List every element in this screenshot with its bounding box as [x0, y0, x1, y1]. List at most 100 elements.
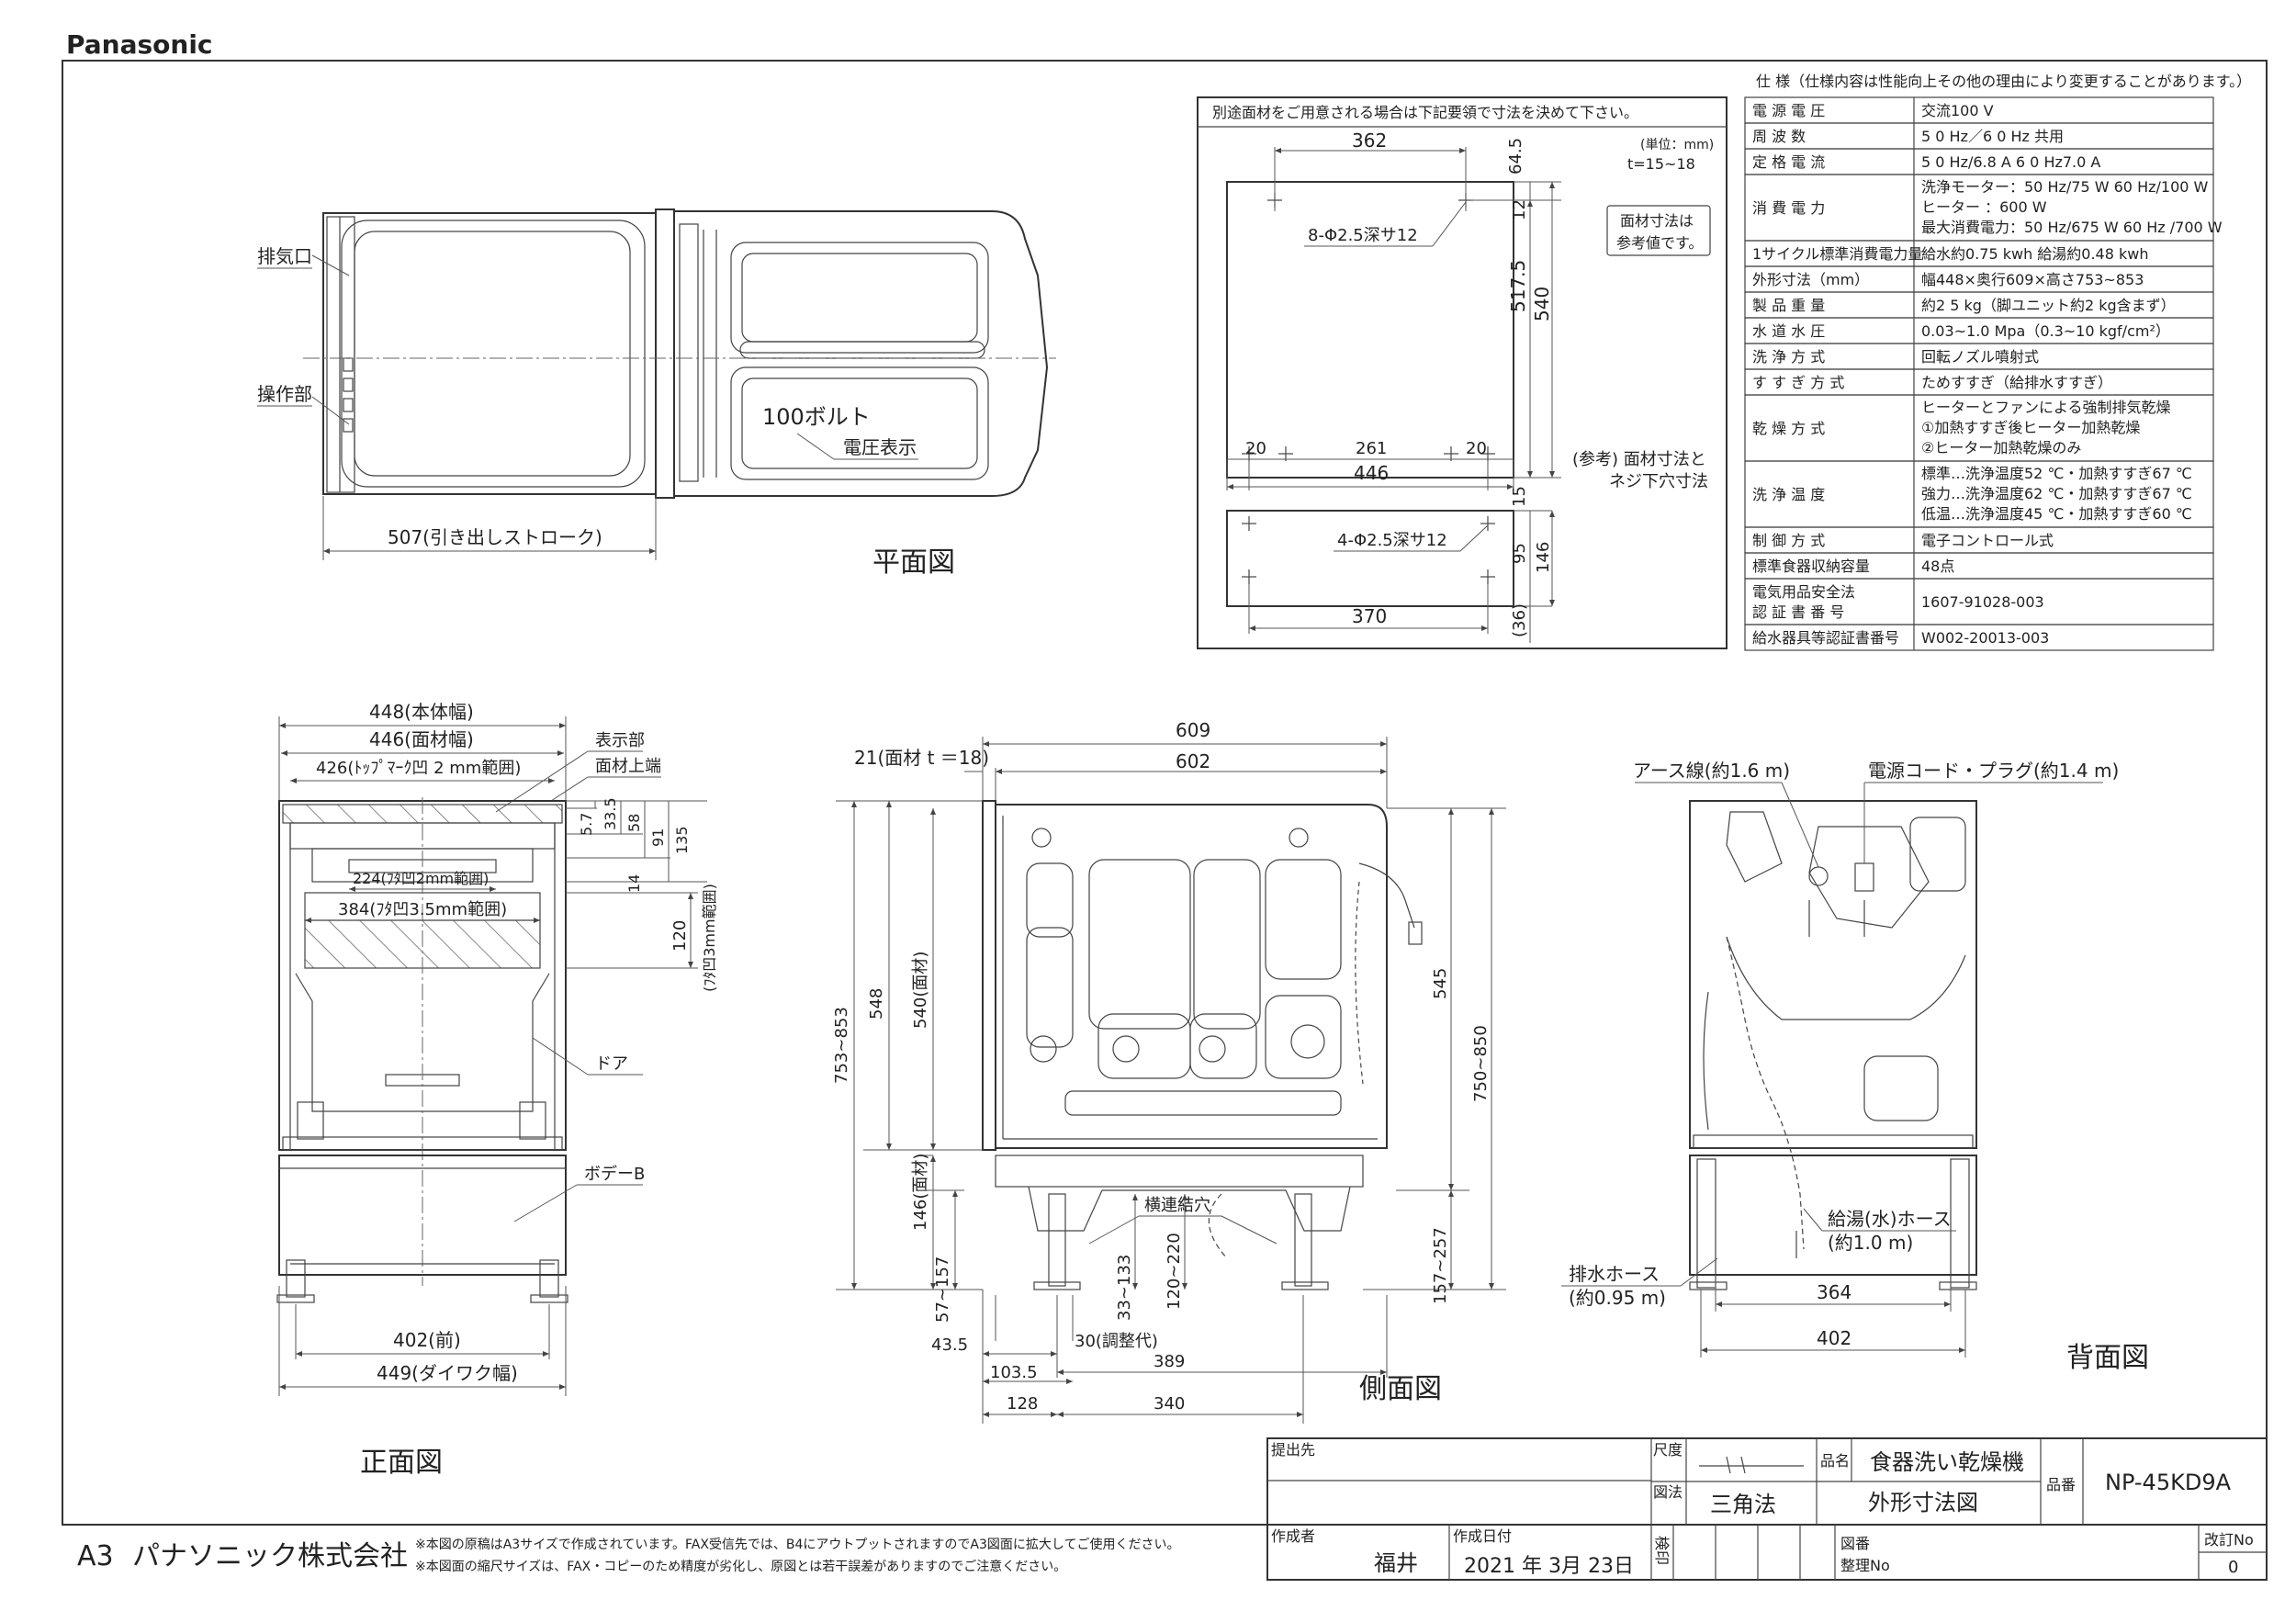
spec-value: 回転ノズル噴射式: [1921, 348, 2039, 366]
spec-value: ヒーター ：600 W: [1921, 198, 2047, 216]
spec-key: 認 証 書 番 号: [1752, 603, 1844, 621]
dim-548: 548: [867, 988, 886, 1020]
dim-340: 340: [1154, 1394, 1185, 1414]
tb-date-label: 作成日付: [1453, 1527, 1512, 1545]
dim-402-back: 402: [1817, 1327, 1851, 1349]
spec-value: 交流100 V: [1921, 102, 1994, 119]
dim-261: 261: [1356, 439, 1387, 458]
spec-key: 水 道 水 圧: [1752, 322, 1825, 340]
spec-key: 洗 浄 温 度: [1752, 486, 1825, 503]
dim-753-853: 753~853: [832, 1007, 851, 1084]
dim-157-257: 157~257: [1431, 1227, 1450, 1304]
dim-384: 384(ﾌﾀ凹3.5mm範囲): [338, 900, 507, 919]
dim-540: 540: [1531, 287, 1553, 321]
spec-row: 周 波 数 5 0 Hz／6 0 Hz 共用: [1744, 122, 2214, 150]
dim-446-panel: 446(面材幅): [369, 728, 474, 750]
spec-value: 5 0 Hz／6 0 Hz 共用: [1921, 128, 2064, 145]
sheet-frame: [62, 60, 2268, 1526]
dim-446: 446: [1354, 462, 1389, 484]
dim-426-topmark: 426(ﾄｯﾌﾟﾏｰｸ凹 2 mm範囲): [316, 759, 521, 778]
spec-key: す す ぎ 方 式: [1752, 374, 1844, 391]
label-voltage: 電圧表示: [843, 436, 917, 458]
dim-21-panel: 21(面材 t ＝18): [854, 747, 989, 769]
dim-402-front: 402(前): [393, 1329, 461, 1351]
tb-drawing-no: 図番: [1840, 1535, 1870, 1552]
dim-58: 58: [625, 814, 643, 832]
panel-dimension-box: 別途面材をご用意される場合は下記要領で寸法を決めて下さい。 (単位：mm) t=…: [1197, 96, 1728, 649]
dim-389: 389: [1154, 1352, 1185, 1371]
label-door: ドア: [595, 1054, 628, 1074]
spec-row: 洗 浄 方 式回転ノズル噴射式: [1744, 343, 2214, 370]
holes-4: 4-Φ2.5深サ12: [1337, 531, 1447, 550]
spec-value: ②ヒーター加熱乾燥のみ: [1921, 439, 2081, 456]
front-view: 448(本体幅) 446(面材幅) 426(ﾄｯﾌﾟﾏｰｸ凹 2 mm範囲) 表…: [276, 701, 718, 1479]
spec-value: ①加熱すすぎ後ヒーター加熱乾燥: [1921, 419, 2140, 436]
footer-note-2: ※本図面の縮尺サイズは、FAX・コピーのため精度が劣化し、原図とは若干誤差があり…: [415, 1559, 1066, 1574]
tb-drawing: 外形寸法図: [1868, 1490, 1978, 1515]
spec-value: 洗浄モーター：50 Hz/75 W 60 Hz/100 W: [1921, 178, 2209, 196]
ref-note-line1: (参考) 面材寸法と: [1572, 450, 1706, 469]
dim-30-adjust: 30(調整代): [1075, 1332, 1158, 1351]
side-view-title: 側面図: [1359, 1373, 1442, 1405]
spec-key: 周 波 数: [1752, 128, 1806, 145]
dim-370: 370: [1352, 605, 1387, 627]
tb-model-label: 品番: [2046, 1476, 2076, 1493]
dim-362: 362: [1352, 130, 1387, 152]
spec-row: 電 源 電 圧 交流100 V: [1744, 96, 2214, 124]
dim-33-133: 33~133: [1115, 1255, 1134, 1321]
spec-value: ためすすぎ（給排水すすぎ）: [1921, 374, 2112, 391]
spec-value: 給水約0.75 kwh 給湯約0.48 kwh: [1921, 245, 2149, 263]
label-100v: 100ボルト: [762, 404, 871, 430]
spec-value: 0.03~1.0 Mpa（0.3~10 kgf/cm²）: [1921, 322, 2170, 340]
dim-120-220: 120~220: [1165, 1233, 1184, 1310]
dim-120-note: (ﾌﾀ凹3mm範囲): [701, 884, 718, 992]
tb-method: 三角法: [1710, 1492, 1776, 1517]
footer: A3 パナソニック株式会社 ※本図の原稿はA3サイズで作成されています。FAX受…: [77, 1537, 1179, 1574]
dim-609: 609: [1176, 719, 1210, 741]
spec-value: 48点: [1921, 558, 1954, 575]
dim-364: 364: [1817, 1281, 1851, 1303]
tb-rev: 0: [2228, 1558, 2238, 1577]
tb-model: NP-45KD9A: [2105, 1470, 2232, 1495]
spec-key: 電 源 電 圧: [1752, 102, 1825, 119]
label-hot-hose: 給湯(水)ホース: [1828, 1208, 1952, 1230]
tb-scale-label: 尺度: [1653, 1441, 1683, 1459]
label-drain-hose: 排水ホース: [1569, 1263, 1660, 1285]
title-block: 提出先 尺度 品名 食器洗い乾燥機 図法 三角法 外形寸法図 品番 NP-45K…: [1266, 1437, 2268, 1581]
dim-448-body: 448(本体幅): [369, 701, 474, 723]
dim-449: 449(ダイワク幅): [377, 1362, 518, 1384]
tb-rev-label: 改訂No: [2204, 1531, 2254, 1549]
back-view: アース線(約1.6 m) 電源コード・プラグ(約1.4 m) 給湯(水)ホース …: [1561, 760, 2149, 1374]
panel-ref-box-line1: 面材寸法は: [1620, 212, 1694, 230]
spec-key: 乾 燥 方 式: [1752, 420, 1825, 437]
spec-row: 制 御 方 式電子コントロール式: [1744, 526, 2214, 554]
label-hole: 横連結穴: [1144, 1196, 1210, 1215]
tb-author: 福井: [1374, 1550, 1418, 1576]
spec-value: 低温…洗浄温度45 ℃・加熱すすぎ60 ℃: [1921, 505, 2192, 523]
dim-128: 128: [1007, 1394, 1038, 1414]
dim-135: 135: [673, 826, 691, 854]
dim-20b: 20: [1466, 439, 1487, 458]
dim-15: 15: [1510, 486, 1529, 507]
plan-view: 排気口 操作部 100ボルト 電圧表示 507(引き出しストローク) 平面図: [257, 208, 1056, 579]
spec-key: 外形寸法（mm）: [1752, 271, 1869, 288]
spec-value: 1607-91028-003: [1921, 593, 2044, 611]
spec-row: 洗 浄 温 度標準…洗浄温度52 ℃・加熱すすぎ67 ℃強力…洗浄温度62 ℃・…: [1744, 460, 2214, 528]
label-display: 表示部: [595, 731, 645, 750]
spec-row: 乾 燥 方 式 ヒーターとファンによる強制排気乾燥 ①加熱すすぎ後ヒーター加熱乾燥 ②…: [1744, 394, 2214, 462]
spec-value: ヒーターとファンによる強制排気乾燥: [1921, 399, 2171, 416]
spec-value: 幅448×奥行609×高さ753~853: [1921, 271, 2144, 288]
dim-120: 120: [670, 920, 690, 952]
back-view-title: 背面図: [2066, 1342, 2149, 1374]
label-drain-hose-length: (約0.95 m): [1569, 1287, 1666, 1309]
tb-to-label: 提出先: [1271, 1441, 1315, 1459]
dim-545: 545: [1431, 968, 1450, 999]
tb-sort-no: 整理No: [1840, 1557, 1890, 1574]
label-exhaust: 排気口: [257, 245, 312, 267]
